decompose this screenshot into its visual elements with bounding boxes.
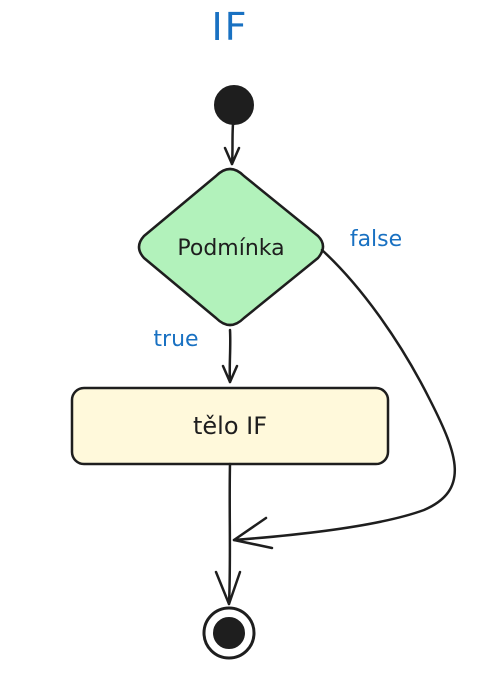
decision-node bbox=[137, 167, 325, 327]
arrow-decision-to-body bbox=[221, 328, 239, 384]
diagram-title: IF bbox=[211, 5, 248, 49]
arrow-start-to-decision bbox=[223, 122, 241, 166]
end-node bbox=[202, 606, 256, 660]
start-node bbox=[214, 85, 254, 125]
true-edge-label: true bbox=[153, 327, 198, 352]
decision-label: Podmínka bbox=[177, 236, 284, 261]
false-edge-label: false bbox=[350, 227, 402, 252]
arrow-false-branch bbox=[232, 248, 457, 550]
arrow-body-to-end bbox=[214, 462, 242, 606]
body-label: tělo IF bbox=[193, 412, 267, 440]
